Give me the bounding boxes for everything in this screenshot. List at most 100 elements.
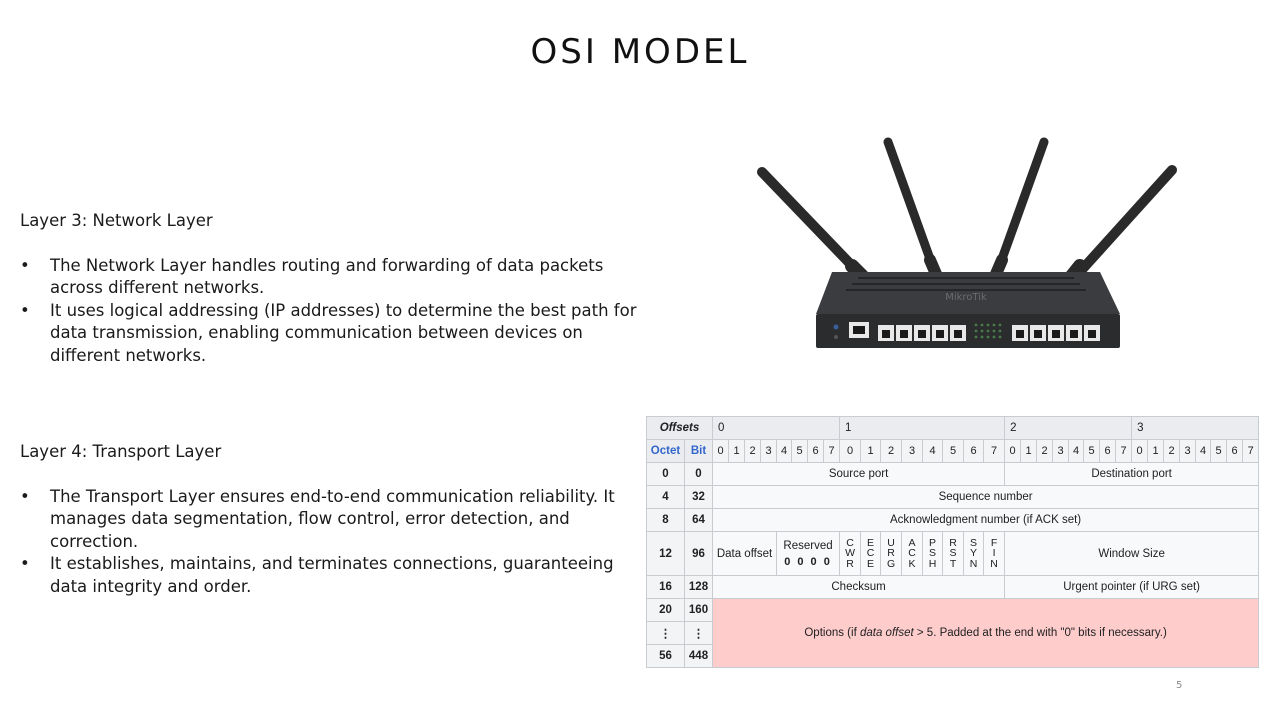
- destination-port-field: Destination port: [1004, 462, 1260, 486]
- layer4-bullet: It establishes, maintains, and terminate…: [20, 553, 650, 598]
- bit-number: 4: [922, 439, 944, 463]
- bit-number: 0: [1131, 439, 1149, 463]
- bit-number: 0: [839, 439, 862, 463]
- octet-offset: 16: [646, 575, 685, 599]
- bit-offset: 160: [683, 598, 714, 622]
- bit-offset: 0: [683, 462, 714, 486]
- reserved-field: Reserved 0 0 0 0: [776, 531, 841, 576]
- bit-number: 6: [807, 439, 825, 463]
- octet-header: 2: [1004, 416, 1133, 440]
- bit-number: 4: [1068, 439, 1085, 463]
- bit-number: 7: [1115, 439, 1133, 463]
- bit-number: 1: [860, 439, 882, 463]
- bit-offset: 448: [683, 644, 714, 668]
- reserved-bits: 0 0 0 0: [784, 555, 832, 568]
- bit-number: 3: [1052, 439, 1070, 463]
- ack-number-field: Acknowledgment number (if ACK set): [712, 508, 1260, 532]
- octet-offset: 12: [646, 531, 685, 576]
- octet-offset: 0: [646, 462, 685, 486]
- layer4-section: Layer 4: Transport Layer The Transport L…: [20, 441, 650, 598]
- layer3-bullet-list: The Network Layer handles routing and fo…: [20, 255, 650, 368]
- slide-title: OSI MODEL: [530, 32, 750, 72]
- layer3-heading: Layer 3: Network Layer: [20, 211, 213, 230]
- reserved-label: Reserved: [783, 539, 833, 552]
- layer3-bullet: The Network Layer handles routing and fo…: [20, 255, 650, 300]
- octet-offset: 56: [646, 644, 685, 668]
- layer4-bullet: The Transport Layer ensures end-to-end c…: [20, 486, 650, 554]
- octet-offset: 8: [646, 508, 685, 532]
- bit-offset: 128: [683, 575, 714, 599]
- table-row: ⋮ ⋮: [646, 621, 1259, 645]
- bit-offset: 64: [683, 508, 714, 532]
- layer3-bullet: It uses logical addressing (IP addresses…: [20, 300, 650, 368]
- bit-number-row: Octet Bit 0 1 2 3 4 5 6 7 0 1 2 3 4 5 6 …: [646, 439, 1260, 463]
- octet-header: 3: [1131, 416, 1260, 440]
- bit-number: 5: [1083, 439, 1101, 463]
- router-image: MikroTik: [757, 137, 1177, 348]
- bit-number: 1: [728, 439, 746, 463]
- tcp-header-table: Offsets 0 1 2 3 Octet Bit 0 1 2 3 4 5 6 …: [645, 416, 1260, 668]
- table-row: 16 128 Checksum Urgent pointer (if URG s…: [646, 575, 1260, 599]
- table-row: 20 160 Options (if data offset > 5. Padd…: [646, 598, 1260, 668]
- layer4-heading: Layer 4: Transport Layer: [20, 442, 222, 461]
- bit-number: 6: [1226, 439, 1244, 463]
- bit-number: 1: [1020, 439, 1038, 463]
- octet-header: 0: [712, 416, 841, 440]
- table-row: 8 64 Acknowledgment number (if ACK set): [646, 508, 1260, 532]
- bit-number: 5: [1210, 439, 1228, 463]
- options-field: Options (if data offset > 5. Padded at t…: [712, 598, 1260, 668]
- bit-offset: 32: [683, 485, 714, 509]
- bit-number: 5: [791, 439, 809, 463]
- offsets-label: Offsets: [645, 416, 714, 440]
- bit-number: 6: [1099, 439, 1117, 463]
- window-size-field: Window Size: [1004, 531, 1260, 576]
- bit-offset: 96: [683, 531, 714, 576]
- sequence-number-field: Sequence number: [712, 485, 1260, 509]
- source-port-field: Source port: [712, 462, 1006, 486]
- page-number: 5: [1176, 680, 1183, 691]
- octet-offset: ⋮: [646, 621, 685, 645]
- bit-number: 2: [880, 439, 903, 463]
- octet-offset: 4: [646, 485, 685, 509]
- checksum-field: Checksum: [712, 575, 1006, 599]
- data-offset-field: Data offset: [712, 531, 778, 576]
- bit-number: 2: [744, 439, 762, 463]
- bit-number: 3: [760, 439, 778, 463]
- bit-number: 5: [942, 439, 965, 463]
- bit-number: 2: [1163, 439, 1181, 463]
- bit-number: 3: [1179, 439, 1197, 463]
- layer4-bullet-list: The Transport Layer ensures end-to-end c…: [20, 486, 650, 599]
- bit-number: 3: [901, 439, 924, 463]
- bit-number: 6: [963, 439, 985, 463]
- bit-number: 7: [983, 439, 1006, 463]
- router-brand-logo: MikroTik: [945, 292, 987, 303]
- octet-offset: 20: [646, 598, 685, 622]
- bit-number: 0: [712, 439, 730, 463]
- bit-number: 1: [1147, 439, 1165, 463]
- octet-header: 1: [839, 416, 1006, 440]
- offsets-row: Offsets 0 1 2 3: [645, 416, 1260, 440]
- bit-number: 2: [1036, 439, 1054, 463]
- router-antennas: [757, 137, 1177, 283]
- bit-label: Bit: [683, 439, 714, 463]
- bit-number: 0: [1004, 439, 1022, 463]
- layer3-section: Layer 3: Network Layer The Network Layer…: [20, 210, 650, 367]
- table-row: 4 32 Sequence number: [646, 485, 1260, 509]
- bit-offset: ⋮: [683, 621, 714, 645]
- octet-label: Octet: [646, 439, 685, 463]
- bit-number: 4: [1195, 439, 1212, 463]
- table-row: 0 0 Source port Destination port: [646, 462, 1260, 486]
- table-row: 56 448: [646, 644, 1259, 668]
- bit-number: 4: [776, 439, 793, 463]
- bit-number: 7: [1242, 439, 1260, 463]
- bit-number: 7: [823, 439, 841, 463]
